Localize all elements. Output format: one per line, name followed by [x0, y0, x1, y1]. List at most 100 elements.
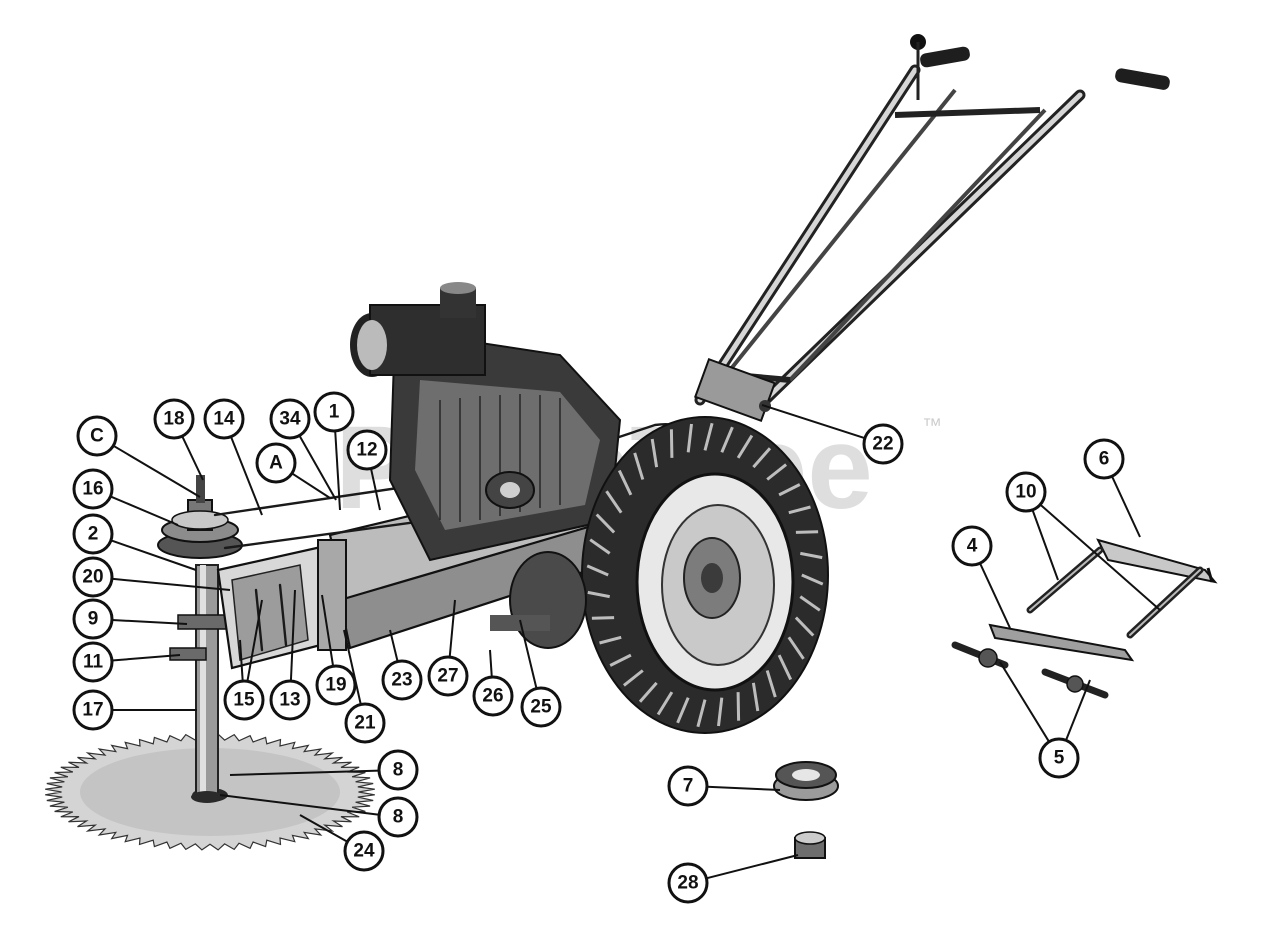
callout-number: C — [90, 426, 104, 447]
callout-circle — [72, 689, 114, 731]
handlebars — [693, 34, 1170, 423]
callout-circle — [72, 556, 114, 598]
callout-number: 5 — [1054, 748, 1065, 769]
leader-line — [246, 599, 263, 682]
callout-number: 19 — [325, 675, 346, 696]
callout-circle — [313, 391, 355, 433]
leader-line — [111, 619, 188, 625]
callout-circle — [203, 398, 245, 440]
leader-line — [291, 472, 331, 499]
callout-number: 12 — [356, 440, 377, 461]
callout-circle — [72, 598, 114, 640]
leader-line — [389, 629, 399, 662]
leader-line — [1065, 679, 1091, 741]
callout-number: 10 — [1015, 482, 1036, 503]
callout-circle — [951, 525, 993, 567]
leader-line — [110, 495, 179, 526]
callout-22: 22 — [862, 423, 904, 465]
callout-circle — [862, 423, 904, 465]
leader-line — [706, 854, 799, 880]
nut-part — [794, 831, 826, 859]
leader-line — [1031, 509, 1059, 581]
callout-27: 27 — [427, 655, 469, 697]
leader-line — [110, 539, 197, 571]
leader-line — [230, 436, 263, 516]
leader-line — [229, 769, 380, 776]
callout-C: C — [76, 415, 118, 457]
callout-circle — [667, 862, 709, 904]
callout-number: 11 — [83, 652, 104, 673]
leader-line — [111, 654, 181, 662]
callout-16: 16 — [72, 468, 114, 510]
callout-circle — [667, 765, 709, 807]
callout-number: 34 — [279, 409, 301, 430]
callout-circle — [72, 468, 114, 510]
leader-line — [979, 562, 1011, 629]
callout-14: 14 — [203, 398, 245, 440]
callout-number: 23 — [391, 670, 412, 691]
leader-line — [219, 794, 380, 816]
callout-4: 4 — [951, 525, 993, 567]
callout-2: 2 — [72, 513, 114, 555]
callout-circle — [153, 398, 195, 440]
callout-circle — [377, 796, 419, 838]
callout-19: 19 — [315, 664, 357, 706]
callout-number: 8 — [393, 807, 404, 828]
callout-circle — [223, 679, 265, 721]
callout-number: 26 — [482, 686, 503, 707]
callout-number: 17 — [82, 700, 103, 721]
callout-7: 7 — [667, 765, 709, 807]
callout-number: 27 — [437, 666, 458, 687]
leader-line — [370, 468, 381, 511]
callout-circle — [1005, 471, 1047, 513]
leader-line — [239, 639, 244, 682]
callout-number: 28 — [677, 873, 698, 894]
callout-circle — [315, 664, 357, 706]
callout-circle — [344, 702, 386, 744]
callout-17: 17 — [72, 689, 114, 731]
callout-circle — [72, 641, 114, 683]
drive-wheel — [490, 416, 829, 734]
leader-line — [448, 599, 456, 658]
callout-circle — [377, 749, 419, 791]
callout-number: 13 — [279, 690, 300, 711]
callout-number: 8 — [393, 760, 404, 781]
leader-line — [761, 404, 866, 440]
callout-circle — [343, 830, 385, 872]
leader-line — [489, 649, 493, 678]
callout-number: 22 — [872, 434, 893, 455]
callout-circle — [269, 679, 311, 721]
callout-number: 18 — [163, 409, 184, 430]
leader-line — [289, 589, 296, 682]
leader-line — [181, 435, 204, 481]
callout-circle — [472, 675, 514, 717]
callout-10: 10 — [1005, 471, 1047, 513]
saw-frame — [216, 543, 342, 670]
callout-28: 28 — [667, 862, 709, 904]
leader-line — [298, 435, 337, 501]
leader-line — [111, 577, 231, 591]
leader-line — [1039, 503, 1161, 611]
callout-circle — [1083, 438, 1125, 480]
callout-24: 24 — [343, 830, 385, 872]
leader-line — [112, 444, 201, 498]
callout-13: 13 — [269, 679, 311, 721]
callout-number: A — [269, 453, 283, 474]
callout-number: 4 — [967, 536, 978, 557]
callout-23: 23 — [381, 659, 423, 701]
leader-lines — [110, 404, 1161, 880]
callout-1: 1 — [313, 391, 355, 433]
leader-line — [343, 629, 362, 705]
callout-8b: 8 — [377, 796, 419, 838]
callout-number: 2 — [88, 524, 99, 545]
callout-circle — [1038, 737, 1080, 779]
callout-circle — [72, 513, 114, 555]
leader-line — [999, 661, 1050, 743]
spindle-clamps — [169, 614, 229, 661]
hardware-kit — [951, 538, 1218, 699]
callout-number: 25 — [530, 697, 552, 718]
callout-number: 7 — [683, 776, 694, 797]
leader-line — [321, 594, 335, 667]
callout-6: 6 — [1083, 438, 1125, 480]
